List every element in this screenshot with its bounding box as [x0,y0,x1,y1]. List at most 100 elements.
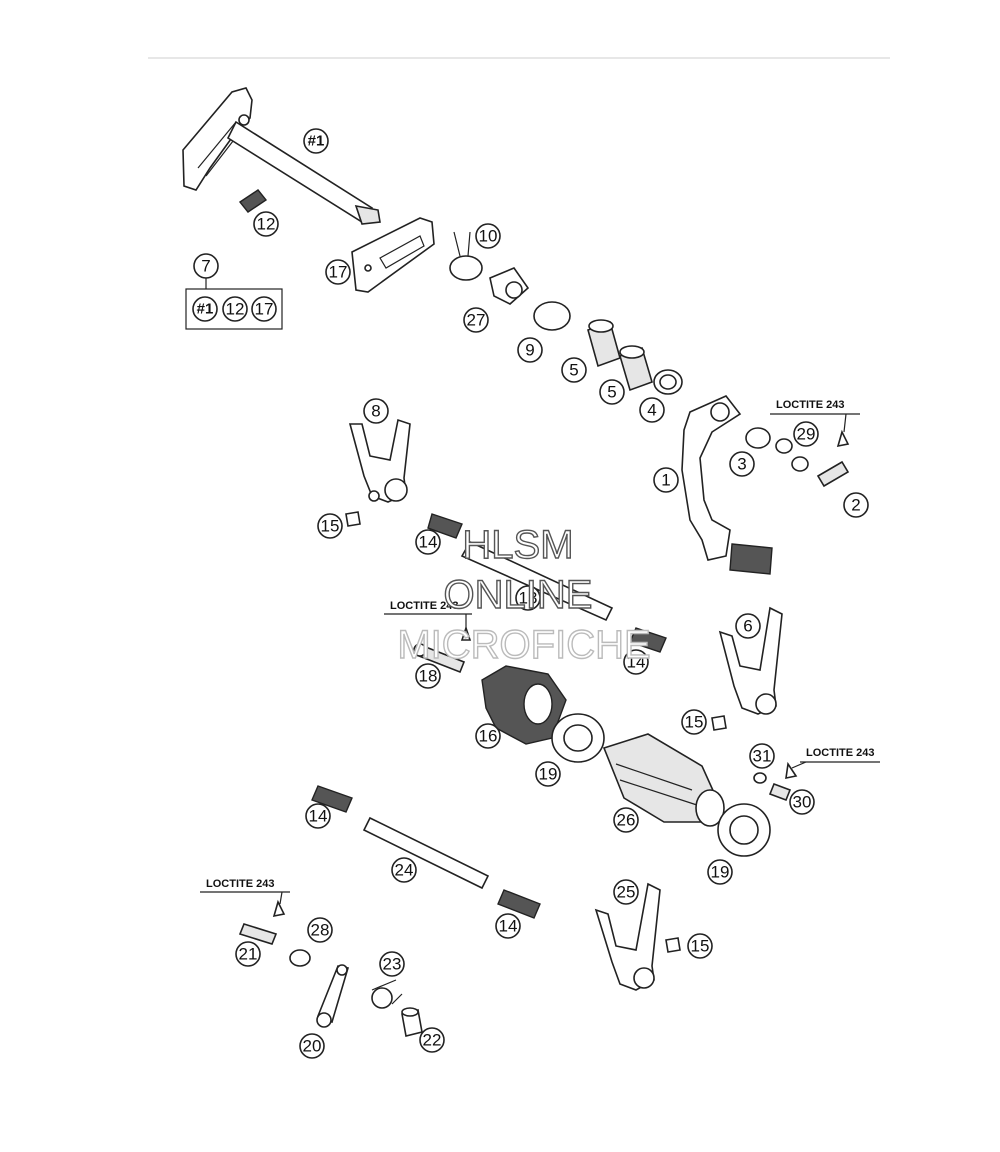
svg-text:5: 5 [607,383,616,402]
svg-text:13: 13 [519,589,538,608]
callout-14c: 14 [305,803,331,829]
spring-14d-part [497,889,541,919]
callout-10: 10 [475,223,501,249]
callout-26: 26 [613,807,639,833]
svg-text:#1: #1 [308,133,325,150]
svg-text:26: 26 [617,811,636,830]
spring-14a-part [427,513,463,539]
svg-text:10: 10 [479,227,498,246]
callout-7: 7 [193,253,219,279]
callout-15c: 15 [687,933,713,959]
roller-15a-part [345,511,361,527]
shift-lever-plate-part [351,217,435,293]
svg-text:3: 3 [737,455,746,474]
svg-text:15: 15 [321,517,340,536]
callout-30: 30 [789,789,815,815]
loctite-label-1: LOCTITE 243 [770,399,860,433]
callout-18: 18 [415,663,441,689]
spring-23-part [371,979,403,1009]
washer-3-part [745,427,771,449]
svg-text:7: 7 [201,257,210,276]
circlip-10-part [449,231,483,281]
svg-text:18: 18 [419,667,438,686]
svg-text:23: 23 [383,955,402,974]
washer-9-part [533,301,571,331]
svg-text:14: 14 [627,653,646,672]
bearing-19b-part [717,803,771,857]
callout-16: 16 [475,723,501,749]
svg-text:17: 17 [329,263,348,282]
roller-15b-part [711,715,727,731]
svg-text:14: 14 [499,917,518,936]
roller-22-part [401,1007,423,1037]
spring-12-part [238,189,268,213]
svg-text:29: 29 [797,425,816,444]
svg-text:15: 15 [685,713,704,732]
svg-text:28: 28 [311,921,330,940]
svg-text:LOCTITE 243: LOCTITE 243 [776,399,844,411]
shift-drum-26-part [602,733,725,827]
svg-text:2: 2 [851,496,860,515]
callout-5a: 5 [561,357,587,383]
svg-text:6: 6 [743,617,752,636]
shift-fork-8-part [348,418,411,503]
callout-14a: 14 [415,529,441,555]
callout-22: 22 [419,1027,445,1053]
svg-text:27: 27 [467,311,486,330]
callout-12b: 12 [222,296,248,322]
shift-lever-1-part [681,395,773,575]
callout-23: 23 [379,951,405,977]
loctite-label-2: LOCTITE 243 [384,600,472,628]
shift-drum-locator-16-part [481,665,567,745]
svg-text:#1: #1 [197,301,214,318]
shift-rail-24-part [362,816,490,890]
svg-text:LOCTITE 243: LOCTITE 243 [806,747,874,759]
loctite-label-3: LOCTITE 243 [791,747,880,769]
bearing-5b-part [619,345,653,392]
shift-fork-6-part [718,606,783,715]
roller-15c-part [665,937,681,953]
loctite-drop-2 [460,625,472,641]
svg-text:LOCTITE 243: LOCTITE 243 [390,600,458,612]
svg-text:19: 19 [711,863,730,882]
callout-27: 27 [463,307,489,333]
callout-17b: 17 [251,296,277,322]
callout-28: 28 [307,917,333,943]
spring-14b-part [629,627,667,653]
shift-rail-13-part [460,540,614,622]
callout-21: 21 [235,941,261,967]
locking-lever-20-part [316,964,350,1028]
callout-5b: 5 [599,379,625,405]
callout-3: 3 [729,451,755,477]
svg-text:22: 22 [423,1031,442,1050]
svg-text:8: 8 [371,402,380,421]
loctite-drop-3 [785,761,798,780]
washer-31-part [753,772,767,784]
loctite-drop-4 [272,899,286,918]
screw-30-part [768,782,792,802]
screw-21-part [238,923,278,945]
svg-text:9: 9 [525,341,534,360]
callout-31: 31 [749,743,775,769]
callout-12a: 12 [253,211,279,237]
loctite-drop-1 [836,429,850,448]
svg-text:30: 30 [793,793,812,812]
watermark-line1: HLSM [462,523,573,567]
svg-text:21: 21 [239,945,258,964]
callout-15a: 15 [317,513,343,539]
callout-group: #1 12 10 17 7 #1 12 17 27 9 5 5 4 8 29 3… [192,128,869,1059]
washers-29-part [775,438,809,472]
callout-17a: 17 [325,259,351,285]
svg-text:16: 16 [479,727,498,746]
svg-text:5: 5 [569,361,578,380]
svg-text:15: 15 [691,937,710,956]
svg-text:17: 17 [255,300,274,319]
callout-15b: 15 [681,709,707,735]
callout-19a: 19 [535,761,561,787]
svg-text:20: 20 [303,1037,322,1056]
callout-1a: #1 [303,128,329,154]
watermark-line3: MICROFICHE [397,623,650,667]
bearing-19a-part [551,713,605,763]
callout-1b: #1 [192,296,218,322]
spring-14c-part [311,785,353,813]
